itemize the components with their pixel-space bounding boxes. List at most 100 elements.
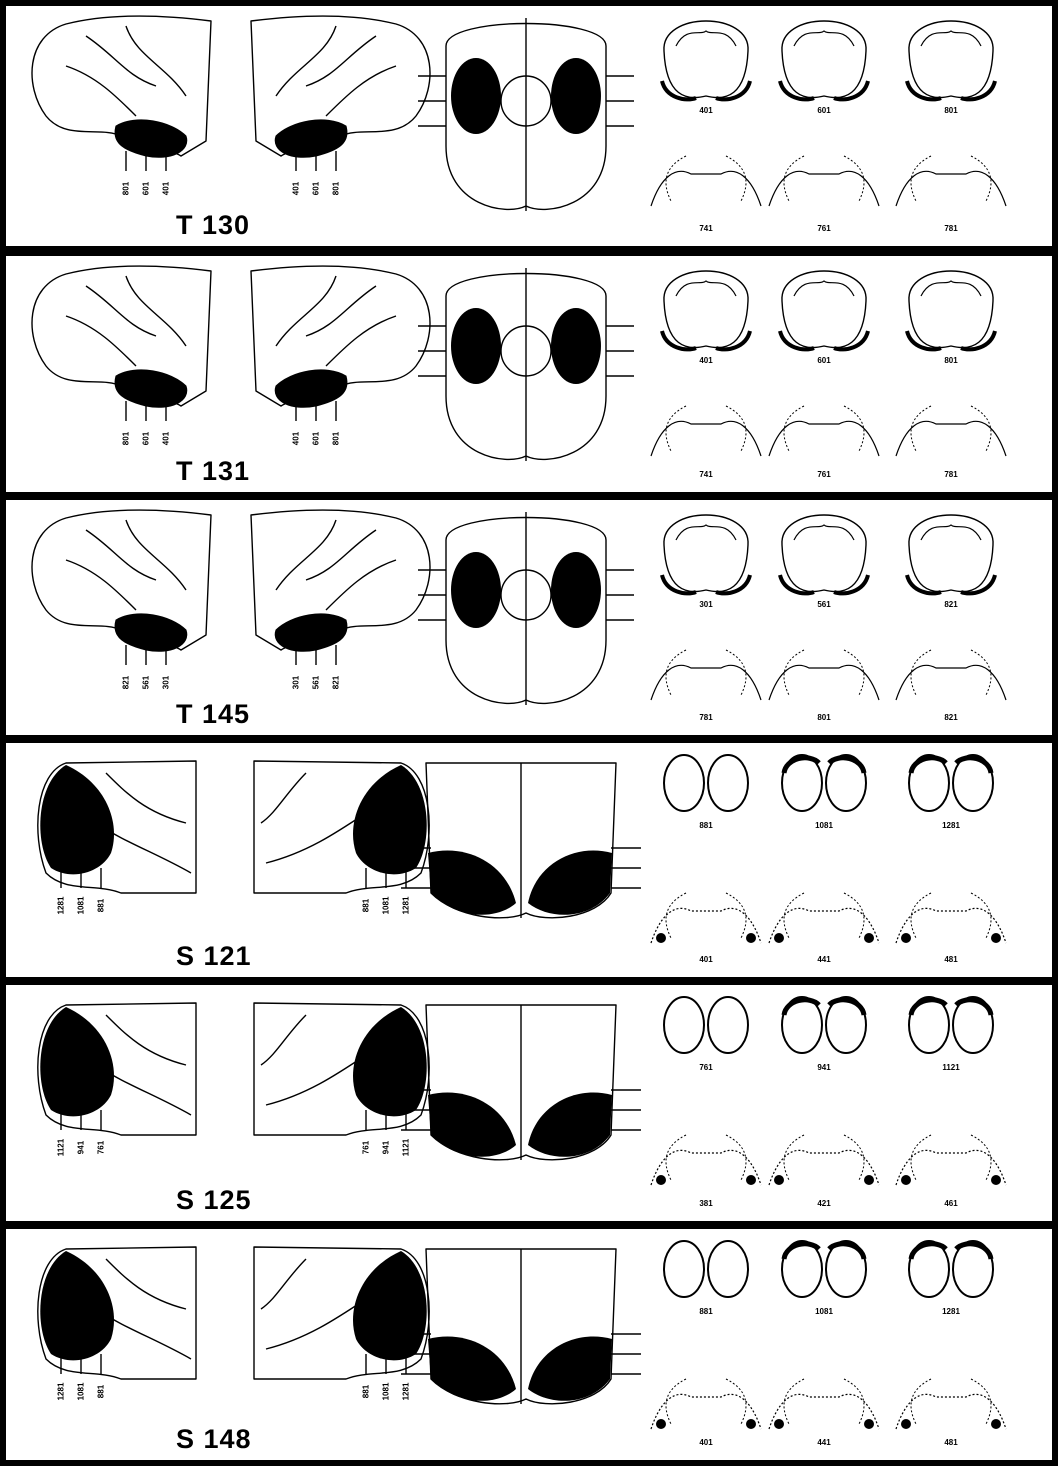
lower-section-2 [769, 893, 879, 943]
brain-drawings [6, 985, 1052, 1221]
coronal-section-2 [782, 1241, 866, 1297]
coronal-section-1 [664, 1241, 748, 1297]
lesion-left-lateral [40, 765, 114, 874]
section-number: 801 [931, 356, 971, 365]
lateral-tick-label: 401 [292, 427, 301, 451]
lateral-tick-label: 881 [362, 894, 371, 918]
lateral-tick-label: 801 [332, 177, 341, 201]
lateral-tick-label: 1081 [77, 1380, 86, 1404]
coronal-section-2 [782, 755, 866, 811]
section-number: 401 [686, 1438, 726, 1447]
section-number: 781 [931, 224, 971, 233]
case-panel-t131: T 13180160140140160180140160180174176178… [6, 256, 1052, 492]
lesion-right-lateral [353, 1007, 427, 1116]
lateral-tick-label: 301 [292, 671, 301, 695]
lesion-left-lateral [40, 1007, 114, 1116]
lower-section-3 [896, 1135, 1006, 1185]
section-number: 441 [804, 1438, 844, 1447]
brain-drawings [6, 1229, 1052, 1460]
lateral-tick-label: 1081 [382, 894, 391, 918]
section-number: 1281 [931, 821, 971, 830]
lateral-tick-label: 601 [142, 427, 151, 451]
section-number: 601 [804, 106, 844, 115]
lower-section-1 [651, 1135, 761, 1185]
section-number: 381 [686, 1199, 726, 1208]
case-label: T 130 [176, 210, 250, 241]
case-label: T 131 [176, 456, 250, 487]
case-label: S 121 [176, 941, 252, 972]
lesion-left-lateral [40, 1251, 114, 1360]
lateral-tick-label: 301 [162, 671, 171, 695]
coronal-section-1 [662, 271, 750, 349]
case-label: T 145 [176, 699, 250, 730]
section-number: 761 [804, 224, 844, 233]
lateral-tick-label: 941 [382, 1136, 391, 1160]
section-number: 1281 [931, 1307, 971, 1316]
lower-section-3 [896, 406, 1006, 456]
lateral-tick-label: 881 [97, 894, 106, 918]
lateral-tick-label: 761 [362, 1136, 371, 1160]
section-number: 941 [804, 1063, 844, 1072]
section-number: 881 [686, 1307, 726, 1316]
lateral-tick-label: 401 [292, 177, 301, 201]
section-number: 801 [804, 713, 844, 722]
case-label: S 148 [176, 1424, 252, 1455]
coronal-section-2 [780, 515, 868, 593]
lower-section-1 [651, 893, 761, 943]
lower-section-1 [651, 650, 761, 700]
lateral-tick-label: 601 [312, 177, 321, 201]
coronal-section-2 [780, 271, 868, 349]
lateral-tick-label: 1081 [382, 1380, 391, 1404]
section-number: 821 [931, 713, 971, 722]
lower-section-2 [769, 406, 879, 456]
lesion-right-lateral [353, 765, 427, 874]
lateral-tick-label: 821 [122, 671, 131, 695]
section-number: 481 [931, 1438, 971, 1447]
brain-drawings [6, 500, 1052, 735]
coronal-section-1 [664, 997, 748, 1053]
lesion-ventral-left [451, 58, 501, 134]
lateral-tick-label: 561 [142, 671, 151, 695]
section-number: 421 [804, 1199, 844, 1208]
section-number: 601 [804, 356, 844, 365]
lateral-tick-label: 941 [77, 1136, 86, 1160]
section-number: 461 [931, 1199, 971, 1208]
lateral-tick-label: 1081 [77, 894, 86, 918]
lower-section-3 [896, 1379, 1006, 1429]
lesion-right-lateral [353, 1251, 427, 1360]
lower-section-2 [769, 1379, 879, 1429]
coronal-section-3 [907, 21, 995, 99]
coronal-section-1 [662, 515, 750, 593]
lower-section-2 [769, 156, 879, 206]
lateral-tick-label: 821 [332, 671, 341, 695]
lower-section-1 [651, 406, 761, 456]
section-number: 741 [686, 224, 726, 233]
section-number: 741 [686, 470, 726, 479]
section-number: 401 [686, 356, 726, 365]
section-number: 441 [804, 955, 844, 964]
coronal-section-2 [780, 21, 868, 99]
coronal-section-3 [909, 1241, 993, 1297]
case-label: S 125 [176, 1185, 252, 1216]
section-number: 1081 [804, 1307, 844, 1316]
lateral-tick-label: 561 [312, 671, 321, 695]
lateral-tick-label: 1281 [402, 894, 411, 918]
lateral-tick-label: 801 [122, 177, 131, 201]
section-number: 481 [931, 955, 971, 964]
lesion-posterior-left [428, 1336, 516, 1400]
lateral-tick-label: 1121 [402, 1136, 411, 1160]
lesion-posterior-left [428, 1092, 516, 1156]
lesion-posterior-left [428, 850, 516, 914]
section-number: 821 [931, 600, 971, 609]
lower-section-3 [896, 650, 1006, 700]
brain-drawings [6, 743, 1052, 977]
coronal-section-1 [664, 755, 748, 811]
lateral-tick-label: 1281 [57, 1380, 66, 1404]
lesion-ventral-right [551, 552, 601, 628]
section-number: 301 [686, 600, 726, 609]
lower-section-2 [769, 1135, 879, 1185]
